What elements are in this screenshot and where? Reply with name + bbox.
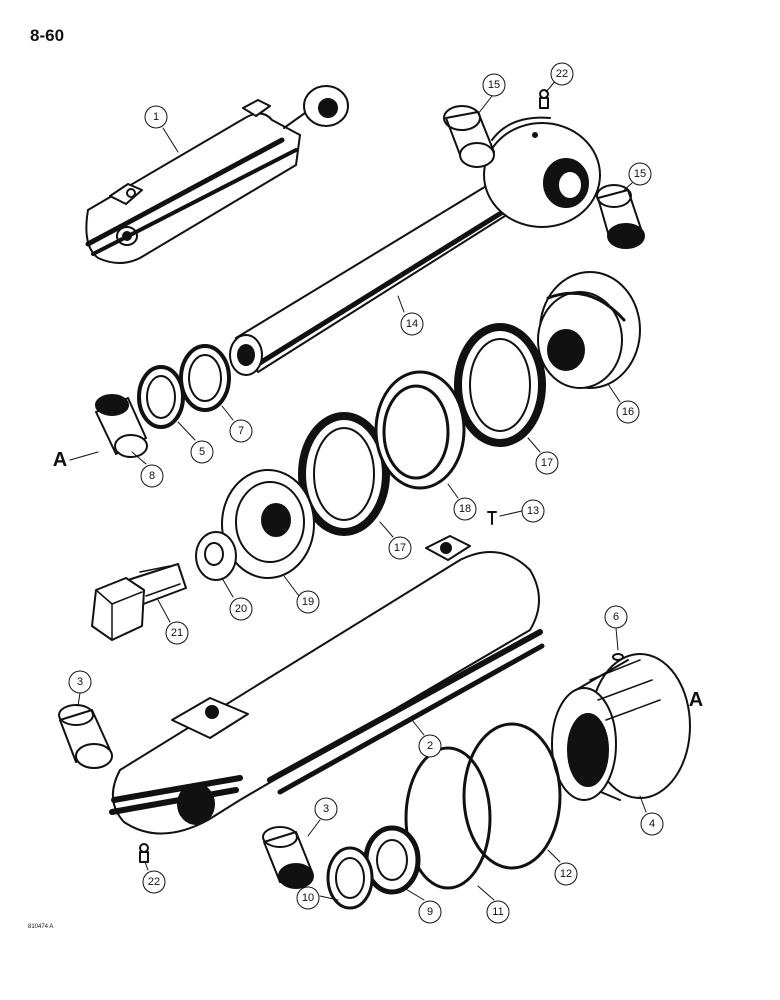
callout-number: 12 <box>560 868 572 880</box>
part-4-gland <box>551 653 691 801</box>
callout-number: 21 <box>171 627 183 639</box>
figure-code: 810474 A <box>28 924 54 930</box>
callout-2: 2 <box>418 734 442 758</box>
callout-number: 15 <box>634 168 646 180</box>
callout-number: 6 <box>613 611 619 623</box>
callout-13: 13 <box>521 499 545 523</box>
callout-16: 16 <box>616 400 640 424</box>
callout-number: 3 <box>323 803 329 815</box>
callout-number: 22 <box>148 876 160 888</box>
part-17-seal-top <box>454 323 546 447</box>
part-11-o-ring <box>404 746 492 890</box>
part-12-backup-ring <box>462 722 562 870</box>
part-5-ring <box>137 365 185 429</box>
callout-number: 14 <box>406 318 418 330</box>
callouts: 1 15 22 15 14 7 5 8 16 17 18 13 17 19 20… <box>68 62 664 924</box>
part-16-piston <box>537 271 641 389</box>
callout-17-top: 17 <box>535 451 559 475</box>
callout-number: 17 <box>541 457 553 469</box>
callout-11: 11 <box>486 900 510 924</box>
part-9-seal <box>363 825 421 895</box>
leader-lines <box>69 78 647 901</box>
callout-6: 6 <box>604 605 628 629</box>
callout-number: 11 <box>492 906 503 918</box>
reference-letter-a-right: A <box>689 689 703 711</box>
reference-letters: A A <box>53 449 703 711</box>
callout-8: 8 <box>140 464 164 488</box>
callout-9: 9 <box>418 900 442 924</box>
callout-15-right: 15 <box>628 162 652 186</box>
part-10-washer <box>326 846 374 910</box>
callout-22-top: 22 <box>550 62 574 86</box>
callout-number: 19 <box>302 596 314 608</box>
reference-letter-a-left: A <box>53 449 67 471</box>
callout-number: 2 <box>427 740 433 752</box>
part-22-grease-fitting-lower <box>139 843 149 863</box>
callout-number: 17 <box>394 542 406 554</box>
callout-5: 5 <box>190 440 214 464</box>
part-15-bushing-right <box>596 184 645 249</box>
callout-number: 13 <box>527 505 539 517</box>
callout-3-left: 3 <box>68 670 92 694</box>
part-13-set-screw <box>487 511 497 525</box>
callout-4: 4 <box>640 812 664 836</box>
callout-17-lower: 17 <box>388 536 412 560</box>
callout-number: 22 <box>556 68 568 80</box>
callout-3-lower: 3 <box>314 797 338 821</box>
part-3-bushing-left <box>58 704 113 769</box>
callout-1: 1 <box>144 105 168 129</box>
callout-number: 8 <box>149 470 155 482</box>
page-number: 8-60 <box>30 26 65 45</box>
callout-number: 10 <box>302 892 314 904</box>
part-14-piston-rod <box>229 116 601 376</box>
callout-12: 12 <box>554 862 578 886</box>
callout-18: 18 <box>453 497 477 521</box>
callout-number: 18 <box>459 503 471 515</box>
part-20-washer <box>195 531 237 581</box>
callout-22-lower: 22 <box>142 870 166 894</box>
part-8-wiper <box>95 394 148 458</box>
callout-number: 15 <box>488 79 500 91</box>
part-1-cylinder-assembly <box>85 85 349 264</box>
part-2-cylinder-barrel <box>109 535 545 835</box>
callout-number: 3 <box>77 676 83 688</box>
callout-14: 14 <box>400 312 424 336</box>
callout-number: 7 <box>238 425 244 437</box>
part-21-bolt <box>91 563 187 641</box>
part-7-ring <box>179 344 231 412</box>
callout-19: 19 <box>296 590 320 614</box>
callout-number: 1 <box>153 111 159 123</box>
part-19-piston-half <box>221 469 315 579</box>
part-15-bushing-left <box>443 105 495 168</box>
callout-7: 7 <box>229 419 253 443</box>
callout-number: 16 <box>622 406 634 418</box>
callout-10: 10 <box>296 886 320 910</box>
callout-20: 20 <box>229 597 253 621</box>
part-22-grease-fitting-top <box>539 89 549 109</box>
part-17-seal-lower <box>298 412 390 536</box>
callout-15-top: 15 <box>482 73 506 97</box>
callout-21: 21 <box>165 621 189 645</box>
callout-number: 20 <box>235 603 247 615</box>
part-3-bushing-lower <box>262 826 314 889</box>
callout-number: 4 <box>649 818 655 830</box>
callout-number: 9 <box>427 906 433 918</box>
callout-number: 5 <box>199 446 205 458</box>
part-18-ring <box>374 370 466 490</box>
part-6-ring <box>612 653 624 661</box>
